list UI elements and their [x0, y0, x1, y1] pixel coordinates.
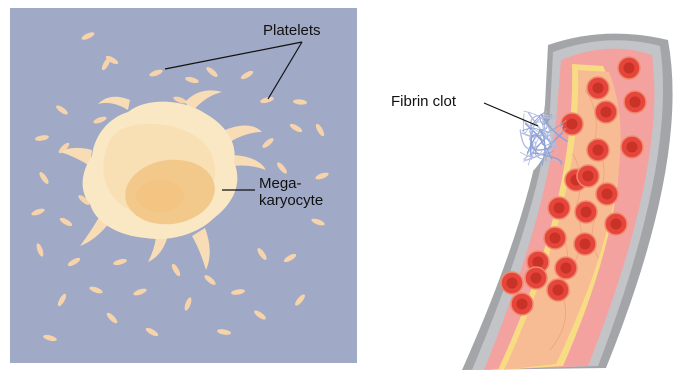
red-blood-cell: [574, 233, 596, 255]
red-blood-cell: [587, 77, 609, 99]
red-blood-cell: [595, 101, 617, 123]
red-blood-cell: [544, 227, 566, 249]
red-blood-cell: [547, 279, 569, 301]
label-megakaryocyte: Mega- karyocyte: [259, 175, 323, 209]
red-blood-cell: [575, 201, 597, 223]
label-fibrin-clot: Fibrin clot: [391, 93, 456, 110]
red-blood-cell: [561, 113, 583, 135]
red-blood-cell: [511, 293, 533, 315]
label-platelets: Platelets: [263, 22, 321, 39]
red-blood-cell: [555, 257, 577, 279]
red-blood-cell: [577, 165, 599, 187]
red-blood-cell: [587, 139, 609, 161]
red-blood-cell: [596, 183, 618, 205]
red-blood-cell: [605, 213, 627, 235]
red-blood-cell: [501, 272, 523, 294]
red-blood-cell: [548, 197, 570, 219]
red-blood-cell: [618, 57, 640, 79]
red-blood-cell: [621, 136, 643, 158]
blood-vessel: [462, 34, 673, 370]
red-blood-cell: [624, 91, 646, 113]
red-blood-cell: [525, 267, 547, 289]
